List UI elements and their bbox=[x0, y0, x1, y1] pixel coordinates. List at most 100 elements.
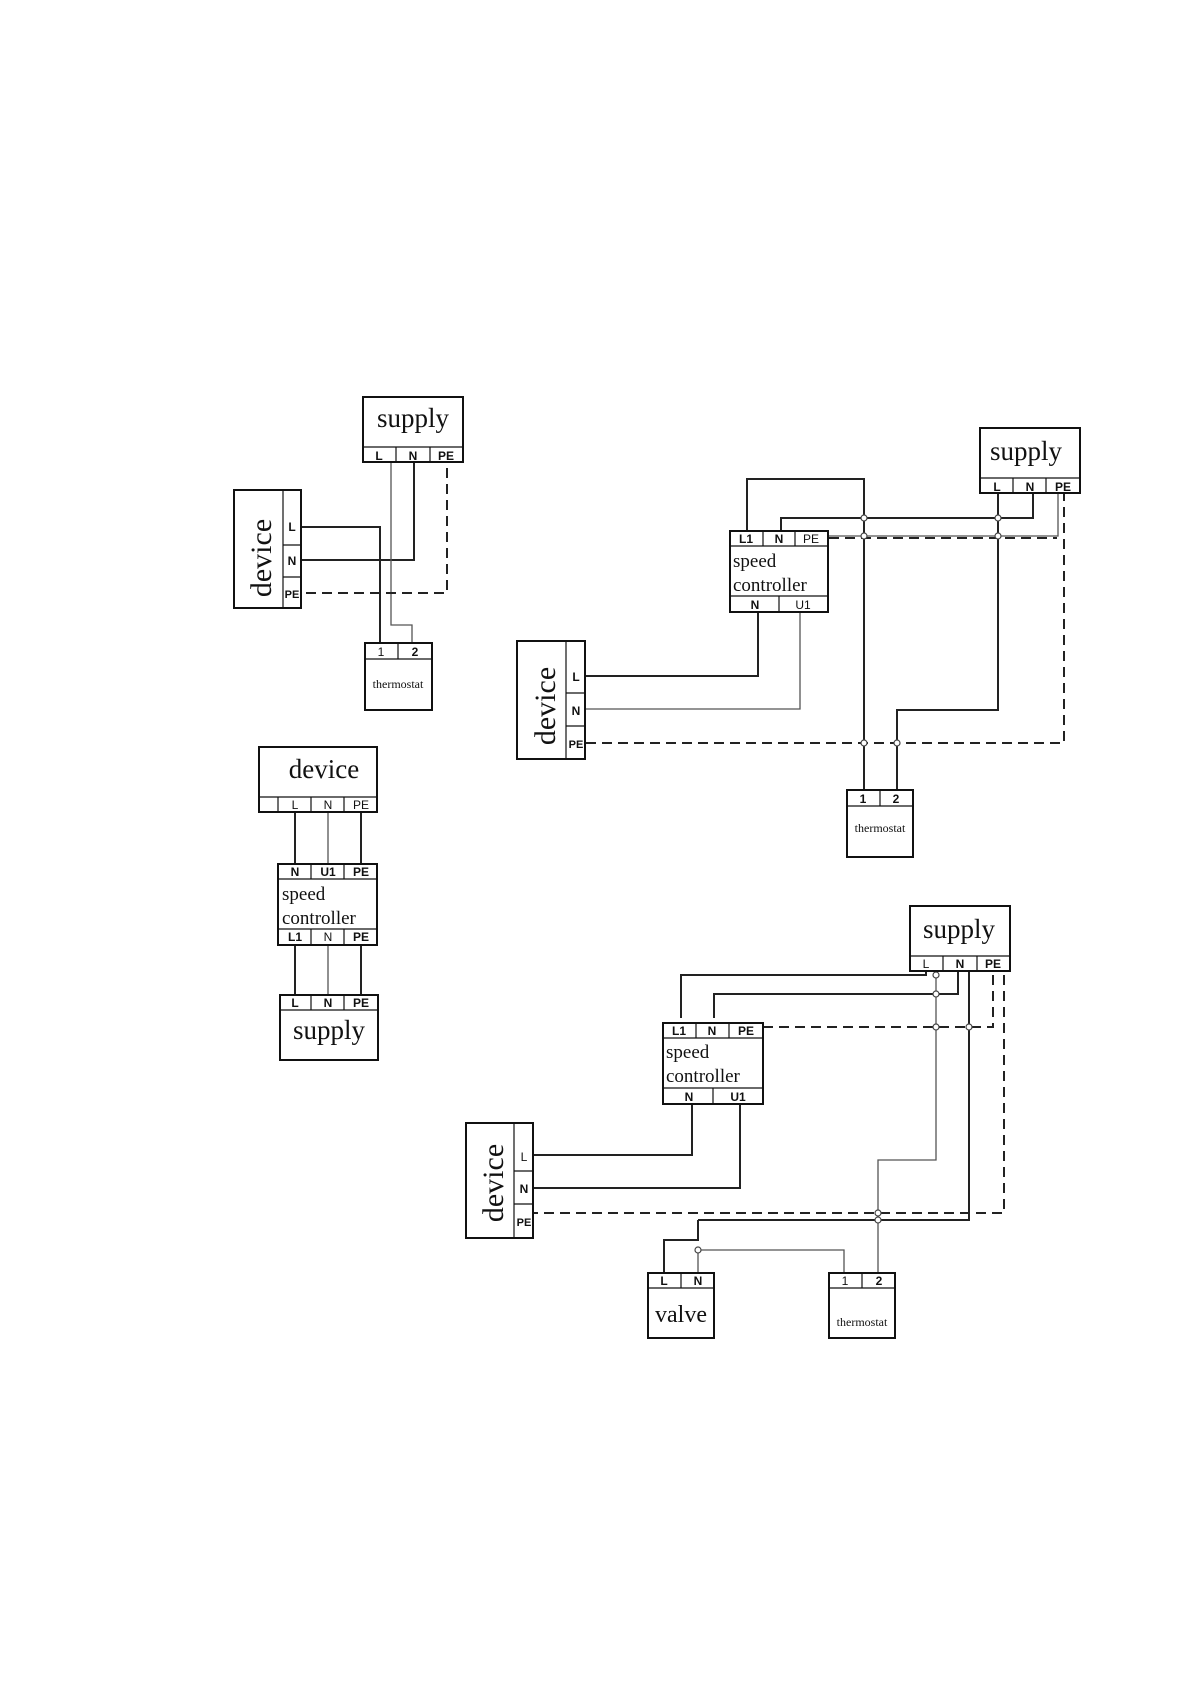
terminal-u1: U1 bbox=[730, 1090, 746, 1104]
terminal-pe: PE bbox=[285, 589, 300, 601]
terminal-2: 2 bbox=[412, 645, 419, 659]
wire-valve-l bbox=[664, 1220, 698, 1280]
terminal-pe: PE bbox=[569, 739, 584, 751]
terminal-l: L bbox=[923, 957, 930, 971]
supply-label: supply bbox=[377, 403, 450, 433]
terminal-2: 2 bbox=[893, 792, 900, 806]
speed-controller-box-2: L1 N PE speed controller N U1 bbox=[730, 531, 828, 612]
diagram-3: device L N PE N U1 PE speed controller L… bbox=[259, 747, 378, 1060]
terminal-1: 1 bbox=[378, 645, 385, 659]
terminal-n: N bbox=[409, 449, 418, 463]
terminal-n: N bbox=[324, 798, 333, 812]
terminal-n: N bbox=[685, 1090, 694, 1104]
terminal-n: N bbox=[324, 930, 333, 944]
terminal-pe: PE bbox=[353, 798, 369, 812]
terminal-n: N bbox=[288, 554, 297, 568]
terminal-n: N bbox=[775, 532, 784, 546]
diagram-2-crossings bbox=[861, 515, 1001, 746]
diagram-1-wires bbox=[290, 462, 447, 650]
terminal-n: N bbox=[751, 598, 760, 612]
terminal-n: N bbox=[520, 1182, 529, 1196]
terminal-n: N bbox=[324, 996, 333, 1010]
diagram-4-crossings bbox=[695, 972, 972, 1253]
diagram-1: supply L N PE device L N PE 1 2 thermost… bbox=[234, 397, 463, 710]
terminal-pe: PE bbox=[985, 957, 1001, 971]
terminal-n: N bbox=[694, 1274, 703, 1288]
valve-box: L N valve bbox=[648, 1273, 714, 1338]
terminal-l: L bbox=[660, 1274, 667, 1288]
controller-label: controller bbox=[666, 1066, 741, 1087]
diagram-2: supply L N PE L1 N PE speed controller N… bbox=[517, 428, 1080, 857]
wire-controller-pe-to-supply-pe bbox=[828, 492, 1058, 536]
supply-label: supply bbox=[990, 436, 1063, 466]
wire-device-n-to-supply-n bbox=[290, 462, 414, 560]
terminal-u1: U1 bbox=[795, 598, 811, 612]
speed-label: speed bbox=[282, 884, 326, 905]
wire-device-pe-to-supply-pe bbox=[532, 959, 1004, 1213]
terminal-l: L bbox=[521, 1150, 528, 1164]
terminal-n: N bbox=[572, 704, 581, 718]
wire-device-l-to-controller-n bbox=[586, 612, 758, 676]
supply-label: supply bbox=[293, 1015, 366, 1045]
terminal-l: L bbox=[993, 480, 1000, 494]
wire-controller-n-to-supply-n bbox=[781, 492, 1033, 531]
thermostat-box-1: 1 2 thermostat bbox=[365, 643, 432, 710]
terminal-pe: PE bbox=[353, 930, 369, 944]
valve-label: valve bbox=[655, 1302, 707, 1328]
terminal-1: 1 bbox=[860, 792, 867, 806]
wire-supply-l-to-thermostat-2 bbox=[897, 492, 998, 790]
controller-label: controller bbox=[733, 575, 808, 596]
terminal-pe: PE bbox=[738, 1024, 754, 1038]
device-label: device bbox=[289, 754, 359, 784]
terminal-l1: L1 bbox=[739, 532, 753, 546]
device-box-4: device L N PE bbox=[466, 1123, 533, 1238]
terminal-u1: U1 bbox=[320, 865, 336, 879]
terminal-l: L bbox=[375, 449, 382, 463]
wire-valve-n-to-thermostat-1 bbox=[698, 1250, 844, 1280]
terminal-pe: PE bbox=[353, 996, 369, 1010]
terminal-l: L bbox=[292, 798, 299, 812]
device-box-1: device L N PE bbox=[234, 490, 301, 608]
terminal-2: 2 bbox=[876, 1274, 883, 1288]
supply-box-2: supply L N PE bbox=[980, 428, 1080, 494]
wire-device-pe-to-supply-pe bbox=[586, 492, 1064, 743]
thermostat-box-2: 1 2 thermostat bbox=[847, 790, 913, 857]
diagram-2-wires bbox=[586, 479, 1064, 790]
speed-controller-box-3: N U1 PE speed controller L1 N PE bbox=[278, 864, 377, 945]
terminal-pe: PE bbox=[353, 865, 369, 879]
terminal-l: L bbox=[572, 670, 579, 684]
wire-device-l-to-thermostat-1 bbox=[290, 527, 380, 650]
wire-controller-l1-to-supply-l bbox=[681, 959, 926, 1018]
terminal-pe: PE bbox=[438, 449, 454, 463]
terminal-pe: PE bbox=[517, 1217, 532, 1229]
diagram-4-wires bbox=[532, 959, 1004, 1280]
thermostat-label: thermostat bbox=[837, 1315, 888, 1329]
device-label: device bbox=[477, 1144, 510, 1222]
speed-label: speed bbox=[666, 1042, 710, 1063]
wire-device-n-to-controller-u1 bbox=[586, 612, 800, 709]
terminal-l1: L1 bbox=[288, 930, 302, 944]
supply-box-3: L N PE supply bbox=[280, 995, 378, 1060]
thermostat-label: thermostat bbox=[855, 821, 906, 835]
wire-supply-l-to-thermostat-2 bbox=[391, 462, 412, 650]
supply-box-1: supply L N PE bbox=[363, 397, 463, 463]
terminal-n: N bbox=[1026, 480, 1035, 494]
device-box-3: device L N PE bbox=[259, 747, 377, 812]
device-label: device bbox=[245, 519, 278, 597]
device-label: device bbox=[529, 667, 562, 745]
terminal-n: N bbox=[956, 957, 965, 971]
terminal-l: L bbox=[288, 520, 295, 534]
terminal-pe: PE bbox=[1055, 480, 1071, 494]
controller-label: controller bbox=[282, 908, 357, 929]
terminal-n: N bbox=[708, 1024, 717, 1038]
supply-box-4: supply L N PE bbox=[910, 906, 1010, 971]
terminal-pe: PE bbox=[803, 532, 819, 546]
supply-label: supply bbox=[923, 914, 996, 944]
speed-controller-box-4: L1 N PE speed controller N U1 bbox=[663, 1023, 763, 1104]
thermostat-label: thermostat bbox=[373, 677, 424, 691]
wire-device-n-to-controller-u1 bbox=[532, 1091, 740, 1188]
terminal-n: N bbox=[291, 865, 300, 879]
wire-supply-to-thermostat-2 bbox=[878, 959, 936, 1280]
thermostat-box-4: 1 2 thermostat bbox=[829, 1273, 895, 1338]
